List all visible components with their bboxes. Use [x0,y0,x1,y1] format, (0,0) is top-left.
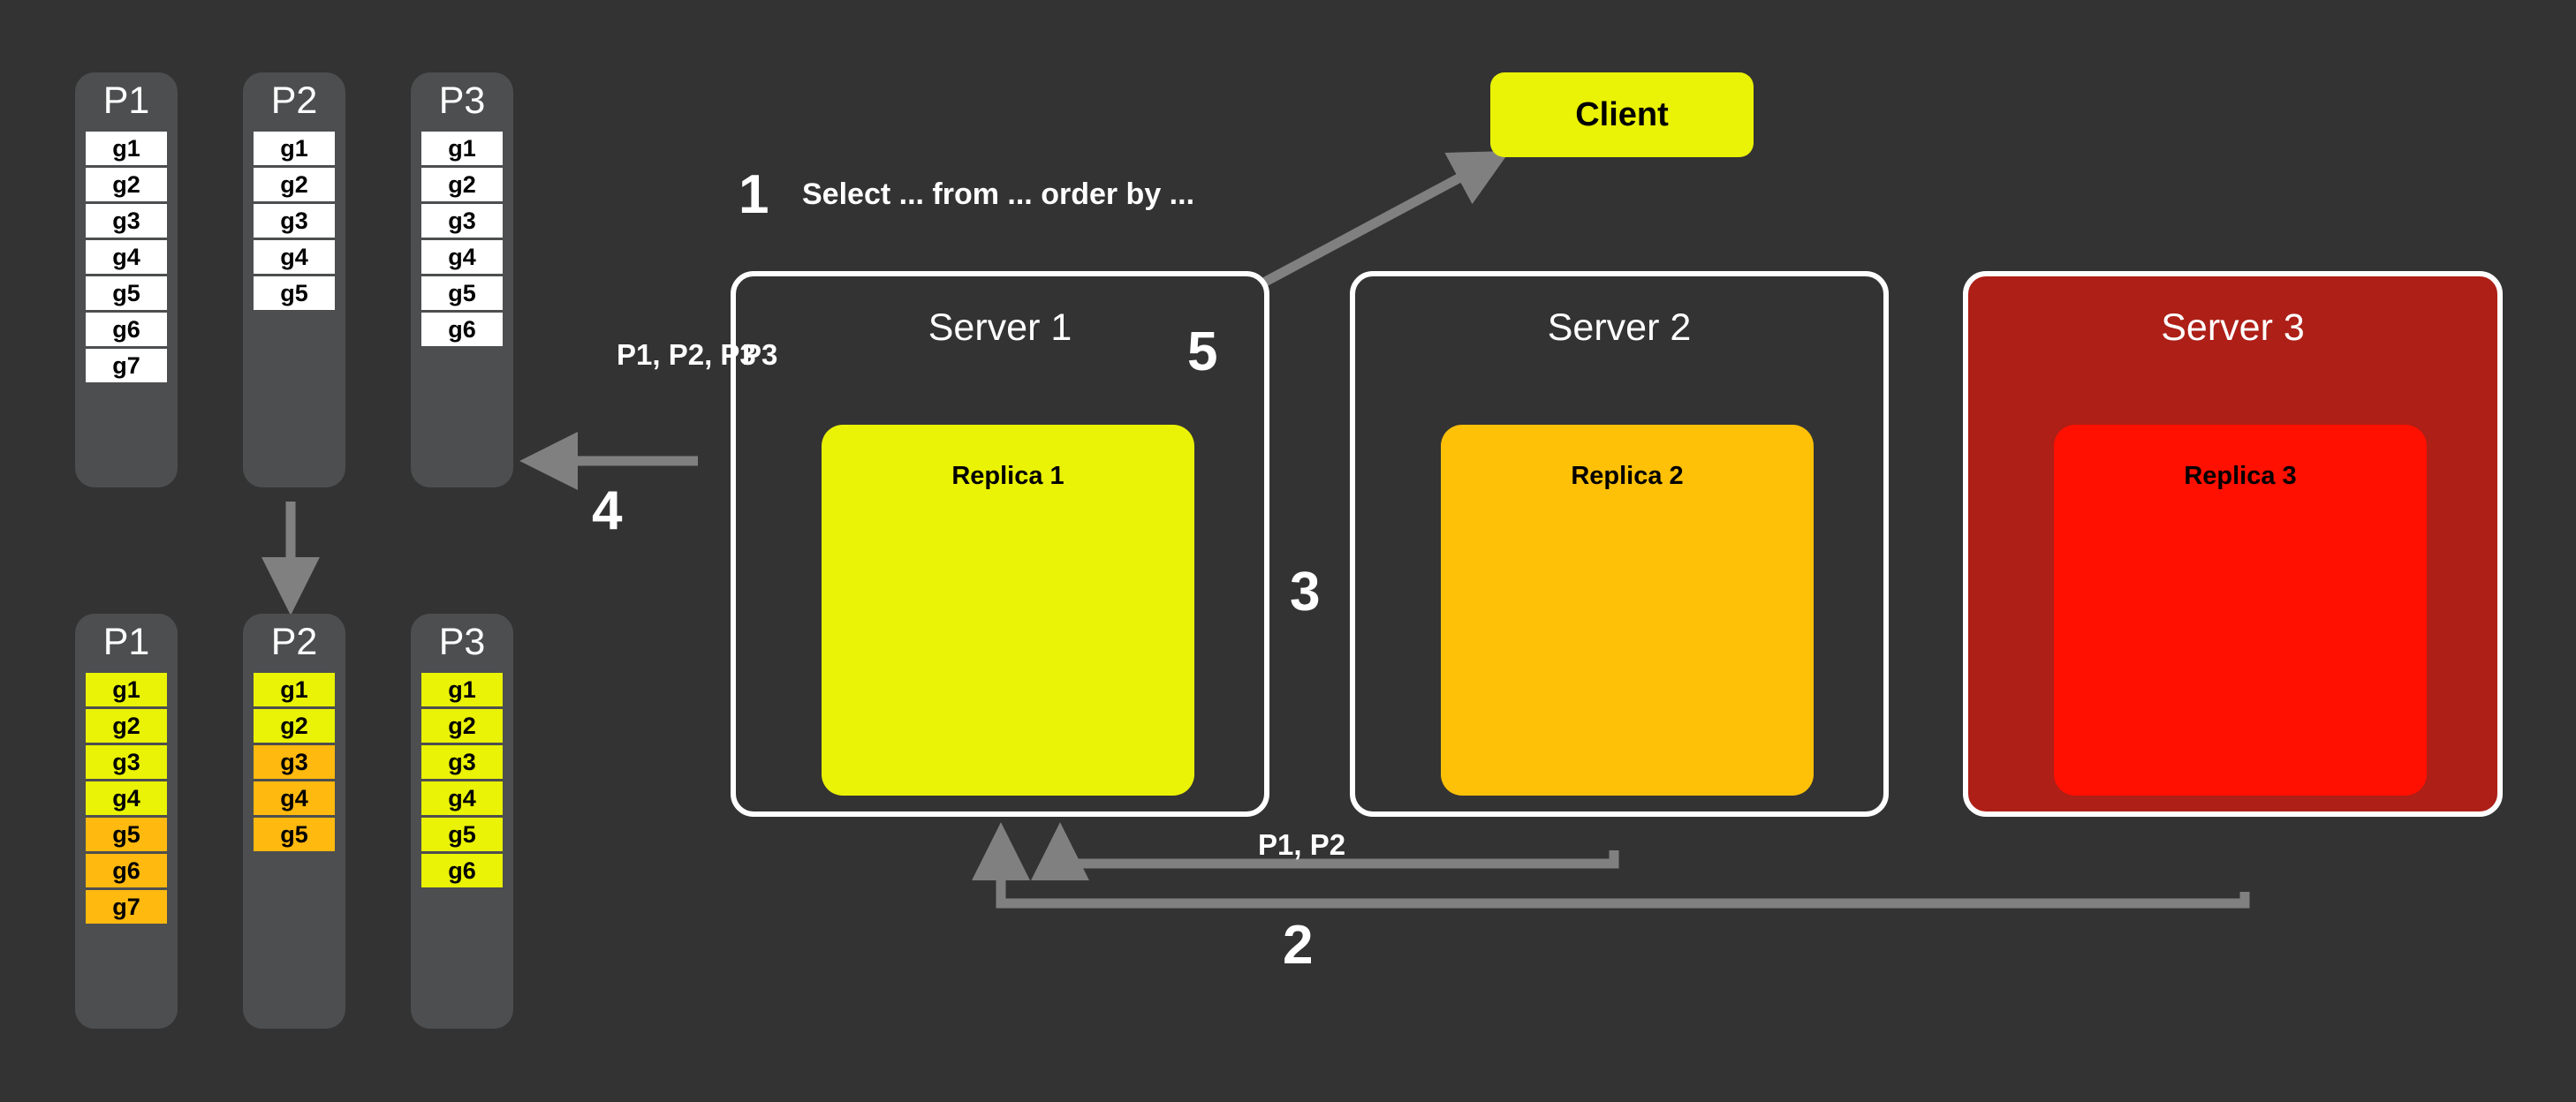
partition-cell: g7 [86,349,167,383]
partition-cell: g5 [421,818,503,852]
partition-title: P2 [270,621,318,663]
partition-after-p3: P3 g1 g2 g3 g4 g5 g6 [411,614,513,1029]
replica-1-box[interactable]: Replica 1 [822,425,1194,796]
partition-after-p2: P2 g1 g2 g3 g4 g5 [243,614,345,1029]
server-3-box[interactable]: Server 3 Replica 3 [1963,271,2503,817]
replica-3-box[interactable]: Replica 3 [2054,425,2427,796]
partition-cell: g5 [421,276,503,311]
partition-cell: g4 [421,240,503,275]
partition-after-p1: P1 g1 g2 g3 g4 g5 g6 g7 [75,614,178,1029]
partition-cell: g3 [421,745,503,780]
partition-before-p1: P1 g1 g2 g3 g4 g5 g6 g7 [75,72,178,487]
partition-cell: g2 [86,168,167,202]
server-3-title: Server 3 [2161,306,2305,349]
partition-cell: g2 [421,168,503,202]
partition-cell: g2 [254,709,335,743]
partition-cell: g4 [86,781,167,816]
partition-title: P3 [438,621,486,663]
partition-cell: g6 [86,854,167,888]
query-caption: Select ... from ... order by ... [802,177,1195,211]
partition-rows: g1 g2 g3 g4 g5 g6 g7 [75,132,178,383]
step-4-number: 4 [592,480,623,541]
step-5-number: 5 [1187,321,1218,382]
partition-cell: g2 [254,168,335,202]
step-1-number: 1 [739,164,769,225]
partition-rows: g1 g2 g3 g4 g5 g6 g7 [75,673,178,925]
partition-cell: g3 [254,204,335,238]
replica-3-label: Replica 3 [2184,462,2297,490]
partition-rows: g1 g2 g3 g4 g5 [243,132,345,311]
partition-cell: g5 [254,276,335,311]
p3-inner-label: P3 [742,338,778,371]
client-box[interactable]: Client [1490,72,1754,157]
partition-rows: g1 g2 g3 g4 g5 g6 [411,673,513,888]
partition-cell: g1 [86,132,167,166]
partition-cell: g6 [421,313,503,347]
partition-cell: g1 [86,673,167,707]
partition-cell: g3 [254,745,335,780]
partition-cell: g1 [421,132,503,166]
partition-cell: g3 [86,204,167,238]
partition-cell: g2 [421,709,503,743]
partition-cell: g5 [254,818,335,852]
server-2-box[interactable]: Server 2 Replica 2 [1350,271,1889,817]
replica-2-label: Replica 2 [1571,462,1684,490]
partition-before-p2: P2 g1 g2 g3 g4 g5 [243,72,345,487]
replica-2-box[interactable]: Replica 2 [1441,425,1814,796]
partition-rows: g1 g2 g3 g4 g5 [243,673,345,852]
partition-cell: g4 [421,781,503,816]
partition-title: P3 [438,79,486,122]
partition-cell: g2 [86,709,167,743]
partition-cell: g3 [86,745,167,780]
p1p2p3-label: P1, P2, P3 [617,338,756,371]
replica-1-label: Replica 1 [951,462,1064,490]
partition-cell: g6 [86,313,167,347]
partition-cell: g4 [86,240,167,275]
partition-title: P1 [102,79,150,122]
partition-title: P2 [270,79,318,122]
partition-before-p3: P3 g1 g2 g3 g4 g5 g6 [411,72,513,487]
arrow-step2-server3-to-server1 [972,822,2250,909]
partition-cell: g7 [86,890,167,925]
partition-cell: g6 [421,854,503,888]
partition-title: P1 [102,621,150,663]
partition-cell: g5 [86,276,167,311]
partition-cell: g1 [254,132,335,166]
partition-cell: g4 [254,781,335,816]
server-1-title: Server 1 [928,306,1072,349]
server-1-box[interactable]: Server 1 Replica 1 [731,271,1269,817]
partition-cell: g5 [86,818,167,852]
partition-cell: g1 [254,673,335,707]
partition-cell: g4 [254,240,335,275]
server-2-title: Server 2 [1547,306,1692,349]
partition-rows: g1 g2 g3 g4 g5 g6 [411,132,513,347]
partition-cell: g3 [421,204,503,238]
step-3-number: 3 [1290,562,1321,623]
p1p2-label: P1, P2 [1258,828,1346,861]
step-2-number: 2 [1283,915,1314,976]
partition-cell: g1 [421,673,503,707]
